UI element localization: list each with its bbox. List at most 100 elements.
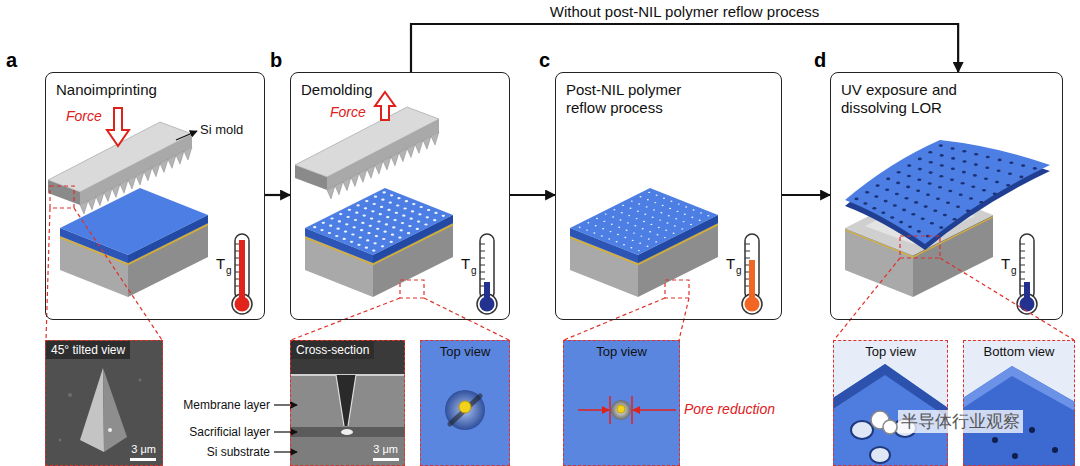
temperature-symbol: T [461, 255, 470, 272]
pore [328, 232, 331, 234]
pore [433, 219, 436, 221]
pore [916, 190, 920, 193]
pore [608, 238, 610, 239]
temperature-symbol: T [216, 255, 225, 272]
pore [381, 199, 384, 201]
pore [899, 221, 903, 224]
pore [700, 212, 702, 213]
panel-a-art [235, 297, 250, 312]
pore [638, 250, 640, 251]
scale-label: 3 μm [131, 443, 156, 456]
pore [675, 218, 677, 219]
pore [630, 247, 632, 248]
pore [685, 206, 687, 207]
sem-cross-section [373, 458, 399, 461]
temperature-subscript: g [1011, 265, 1017, 276]
pore [959, 194, 963, 197]
pore [677, 211, 679, 212]
pore [355, 212, 358, 214]
pore [618, 227, 620, 228]
pore [348, 209, 351, 211]
pore [938, 186, 942, 189]
pore [587, 222, 589, 223]
pore [648, 192, 650, 193]
process-panel: bDemolding [290, 72, 510, 320]
force-label: Force [330, 104, 366, 120]
pore [956, 205, 960, 208]
inset-title: 45° tilted view [46, 341, 130, 359]
sem-image [45, 340, 163, 466]
pore [893, 204, 897, 207]
pore [628, 215, 630, 216]
pore [650, 224, 652, 225]
annotation: Pore reduction [684, 401, 775, 417]
pore-top-view [609, 396, 611, 424]
pore [655, 241, 657, 242]
pore [626, 230, 628, 231]
sem-cross-section [290, 340, 405, 466]
pore [366, 239, 369, 241]
membrane-bottom-view [963, 340, 1075, 466]
membrane-top-view [833, 340, 948, 466]
pore [918, 158, 922, 161]
pore [884, 200, 888, 203]
pore [917, 230, 921, 233]
sem-image [108, 428, 112, 432]
pore [681, 228, 683, 229]
layer-label: Sacrificial layer [189, 425, 270, 439]
pore [1019, 176, 1023, 179]
pore [643, 221, 645, 222]
pore [699, 220, 701, 221]
flow-arrow [411, 24, 958, 72]
pore [372, 250, 375, 252]
pore [1033, 167, 1037, 170]
pore [929, 161, 933, 164]
pore [398, 237, 401, 239]
pore [658, 227, 660, 228]
temperature-symbol: T [1001, 255, 1010, 272]
pore [375, 235, 378, 237]
pore [344, 231, 347, 233]
pore [940, 154, 944, 157]
panel-letter: a [6, 49, 17, 71]
pore [874, 195, 878, 198]
panel-letter: c [539, 49, 550, 71]
pore [946, 202, 950, 205]
pore [885, 189, 889, 192]
zoom-leader [46, 208, 1074, 340]
pore [872, 207, 876, 210]
pore [601, 235, 603, 236]
panel-c-art [742, 234, 762, 314]
pore [907, 175, 911, 178]
pore [928, 182, 932, 185]
panel-d-art [900, 236, 940, 258]
panel-b-art [305, 188, 453, 297]
watermark-icon [871, 411, 897, 434]
pore [396, 204, 399, 206]
pore [386, 216, 389, 218]
pore-array [313, 191, 445, 251]
pore [405, 200, 408, 202]
pore [411, 210, 414, 212]
pore [929, 171, 933, 174]
panel-a-art [232, 234, 252, 314]
pore [665, 230, 667, 231]
pore [343, 238, 346, 240]
pore [418, 213, 421, 215]
inset-image: 45° tilted view 3 μm [45, 340, 163, 466]
sem-cross-section [336, 375, 344, 426]
pore [616, 241, 618, 242]
pore [359, 236, 362, 238]
inset-title: Bottom view [964, 344, 1074, 359]
pore [390, 194, 393, 196]
inset-title: Top view [421, 344, 509, 359]
pore [373, 242, 376, 244]
pore [963, 160, 967, 163]
pore [906, 186, 910, 189]
zoom-leader [834, 258, 900, 340]
pore [612, 216, 614, 217]
pore [345, 223, 348, 225]
pore [365, 200, 368, 202]
pore [322, 222, 325, 224]
pore [586, 229, 588, 230]
